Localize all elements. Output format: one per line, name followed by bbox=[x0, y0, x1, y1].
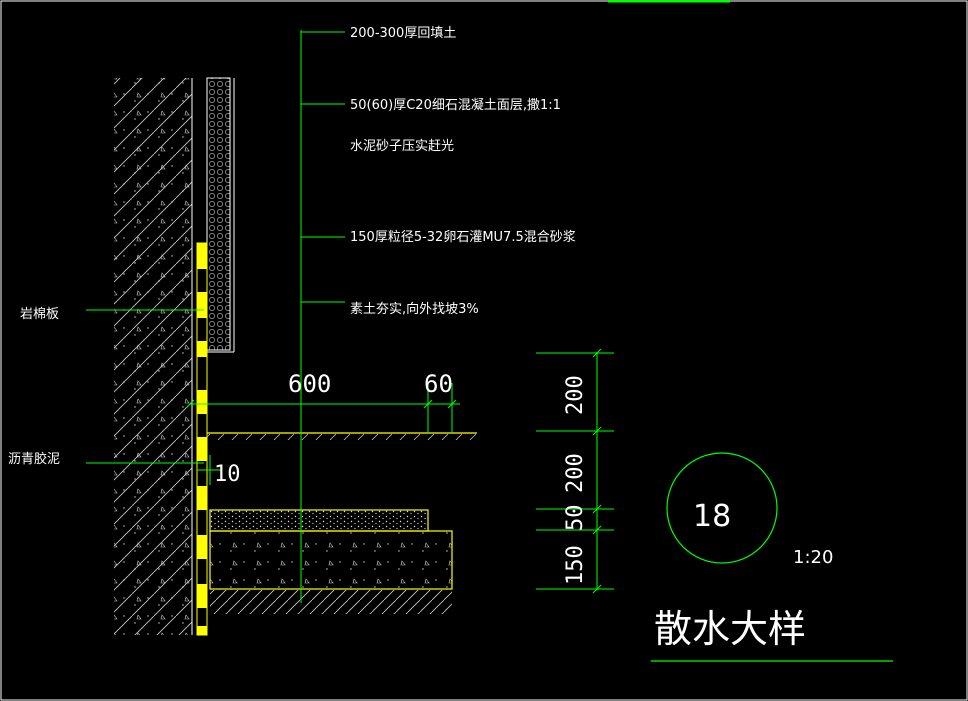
wall-section bbox=[114, 78, 193, 635]
ground-surface bbox=[207, 432, 477, 440]
label-asphalt: 沥青胶泥 bbox=[8, 451, 60, 467]
compacted-soil bbox=[210, 590, 452, 614]
leader-lines bbox=[86, 30, 345, 603]
note-backfill: 200-300厚回填土 bbox=[350, 26, 456, 41]
label-rock-wool: 岩棉板 bbox=[20, 307, 59, 322]
dim-v-200-top: 200 bbox=[563, 375, 588, 415]
dim-v-50: 50 bbox=[563, 505, 588, 532]
note-surface-line1: 50(60)厚C20细石混凝土面层,撒1:1 bbox=[350, 97, 561, 113]
horizontal-dimensions bbox=[185, 383, 460, 485]
detail-number: 18 bbox=[693, 499, 731, 534]
detail-scale: 1:20 bbox=[793, 547, 833, 568]
detail-title: 散水大样 bbox=[654, 607, 806, 651]
insulation-board bbox=[206, 77, 235, 353]
dim-v-200-mid: 200 bbox=[563, 453, 588, 493]
dim-10: 10 bbox=[214, 462, 241, 487]
detail-bubble bbox=[666, 452, 778, 564]
note-surface-line2: 水泥砂子压实赶光 bbox=[350, 139, 454, 154]
gravel-base bbox=[209, 530, 453, 590]
dim-v-150: 150 bbox=[563, 545, 588, 585]
surface-layer bbox=[209, 509, 429, 532]
vertical-dimensions bbox=[536, 348, 614, 594]
note-gravel: 150厚粒径5-32卵石灌MU7.5混合砂浆 bbox=[350, 230, 576, 245]
dim-60: 60 bbox=[424, 370, 453, 398]
note-soil: 素土夯实,向外找坡3% bbox=[350, 301, 479, 317]
dim-600: 600 bbox=[288, 370, 331, 398]
waterproof-strip bbox=[196, 242, 208, 636]
